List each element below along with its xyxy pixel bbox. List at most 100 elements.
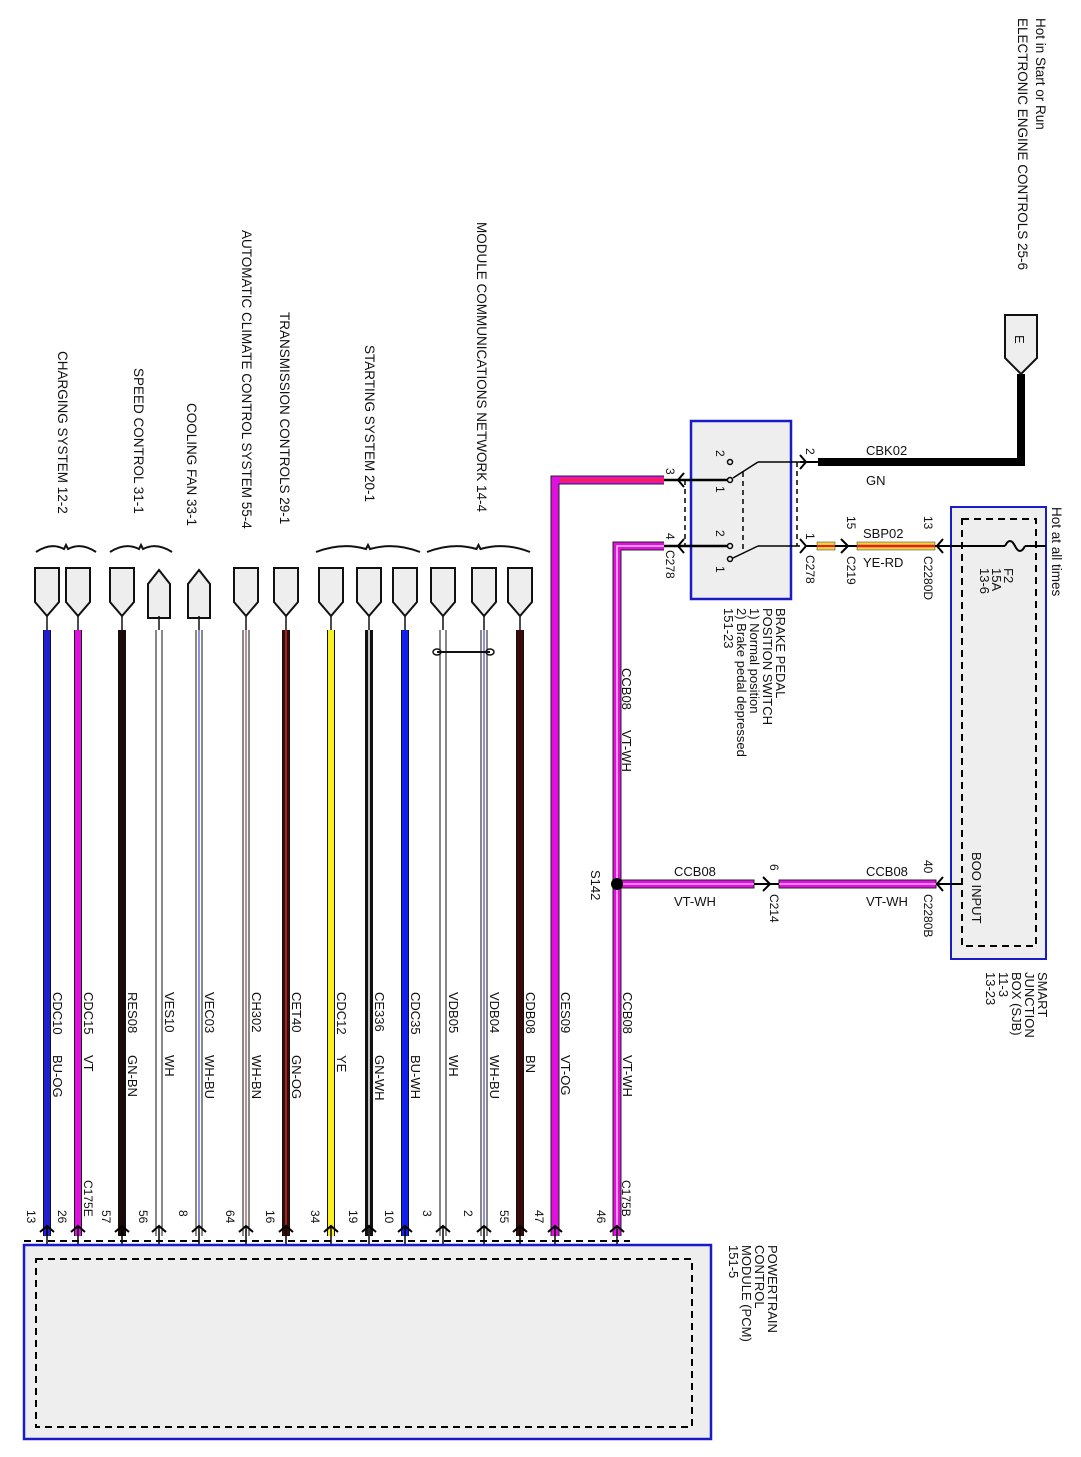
sysref-cooling-fan[interactable]: COOLING FAN 33-1 <box>184 403 199 526</box>
c214-label: C214 <box>767 894 781 923</box>
sjb-ref-1: 11-3 <box>996 972 1011 997</box>
wire-cdc12[interactable]: CDC12YE34SMC <box>308 567 349 1305</box>
wire-circuit-label: CDB08 <box>523 992 538 1034</box>
wire-vdb05[interactable]: VDB05WH3HS CAN - <box>420 567 461 1333</box>
sjb-ref-2: 13-23 <box>983 972 998 1005</box>
connector-e[interactable]: E <box>1004 314 1038 376</box>
pin-arrow-icon <box>799 454 808 470</box>
brake-switch-state-2: 2) Brake pedal depressed <box>734 608 749 757</box>
powertrain-control-module[interactable] <box>22 1240 713 1441</box>
sysref-speed-control[interactable]: SPEED CONTROL 31-1 <box>131 368 146 514</box>
cbk02-color-label: GN <box>866 473 886 488</box>
pcm-name-1: POWERTRAIN <box>765 1245 780 1333</box>
wire-circuit-label: CCB08 <box>620 992 635 1034</box>
connector-e-letter: E <box>1012 335 1027 344</box>
wire-circuit-label: VDB05 <box>446 992 461 1033</box>
c2280d-label: C2280D <box>921 556 935 600</box>
wire-color-label: BN <box>523 1055 538 1073</box>
pcm-pin-number: 34 <box>308 1210 322 1224</box>
pin-arrow-icon <box>840 538 850 554</box>
pin-arrow-icon <box>935 876 944 892</box>
wire-color-label: VT <box>81 1055 96 1072</box>
sjb-input-label: BOO INPUT <box>969 852 984 924</box>
pcm-pin-number: 55 <box>497 1210 511 1224</box>
sjb-power-status: Hot at all times <box>1049 507 1064 597</box>
sysref-transmission[interactable]: TRANSMISSION CONTROLS 29-1 <box>277 312 292 524</box>
sysref-climate[interactable]: AUTOMATIC CLIMATE CONTROL SYSTEM 55-4 <box>239 230 254 529</box>
wire-circuit-label: RES08 <box>125 992 140 1033</box>
pcm-pin-number: 46 <box>594 1210 608 1224</box>
wire-color-label: WH <box>446 1055 461 1077</box>
fuse-icon <box>1004 540 1026 552</box>
brake-pedal-switch[interactable]: 2 1 2 1 <box>664 419 800 601</box>
wire-ces09-top[interactable] <box>550 475 664 1236</box>
sjb-name-1: SMART <box>1035 972 1050 1017</box>
splice-s142-label: S142 <box>588 870 603 900</box>
wire-color-label: GN-WH <box>372 1055 387 1101</box>
smart-junction-box[interactable]: F2 15A 13-6 BOO INPUT <box>937 506 1047 960</box>
switch-contact-2-bottom: 2 <box>713 530 727 537</box>
fuse-name: F2 <box>1001 568 1016 583</box>
cbk02-circuit-label: CBK02 <box>866 443 907 458</box>
group-brace <box>109 542 173 553</box>
pcm-pin-number: 47 <box>532 1210 546 1224</box>
wire-color-label: GN-OG <box>289 1055 304 1099</box>
c2280b-label: C2280B <box>921 894 935 937</box>
sysref-charging[interactable]: CHARGING SYSTEM 12-2 <box>55 351 70 514</box>
wire-circuit-label: VDB04 <box>487 992 502 1033</box>
inline-connector-icon <box>273 567 299 618</box>
wire-circuit-label: CDC15 <box>81 992 96 1035</box>
c219-label: C219 <box>844 556 858 585</box>
wire-circuit-label: CES09 <box>558 992 573 1033</box>
wire-color-label: GN-BN <box>125 1055 140 1097</box>
wire-circuit-label: VES10 <box>162 992 177 1032</box>
inline-connector-icon <box>147 568 171 619</box>
wire-color-label: BU-OG <box>50 1055 65 1098</box>
wire-color-label: WH <box>162 1055 177 1077</box>
cbk02-pin: 2 <box>803 448 817 455</box>
pin-arrow-icon <box>676 538 685 554</box>
sysref-starting[interactable]: STARTING SYSTEM 20-1 <box>362 345 377 502</box>
sjb-caption: SMART JUNCTION BOX (SJB) 11-3 13-23 <box>983 972 1050 1038</box>
wire-circuit-label: CE336 <box>372 992 387 1032</box>
inline-connector-icon <box>318 567 344 618</box>
wire-cdb08[interactable]: CDB08BN55FEPS <box>497 567 538 1310</box>
pcm-pin-number: 26 <box>55 1210 69 1224</box>
wire-ccb08-main[interactable] <box>612 541 664 1236</box>
ccb08-branch-color: VT-WH <box>674 894 716 909</box>
wire-color-label: BU-WH <box>408 1055 423 1099</box>
sbp02-color-label: YE-RD <box>863 555 903 570</box>
wire-color-label: WH-BU <box>202 1055 217 1099</box>
c219-pin: 15 <box>844 516 858 530</box>
brake-switch-ref: 151-23 <box>721 608 736 648</box>
pcm-name-2: CONTROL <box>752 1245 767 1309</box>
wire-cbk02[interactable] <box>818 374 1025 466</box>
inline-connector-icon <box>471 567 497 618</box>
wire-ves10[interactable]: VES10WH56SCCS <box>136 568 177 1312</box>
fuse-rating: 15A <box>989 568 1004 591</box>
wire-color-label: VT-WH <box>620 1055 635 1097</box>
sjb-name-3: BOX (SJB) <box>1009 972 1024 1036</box>
group-brace <box>315 542 421 553</box>
ccb08-sjb-circuit: CCB08 <box>866 864 908 879</box>
sysref-module-comms[interactable]: MODULE COMMUNICATIONS NETWORK 14-4 <box>474 222 489 513</box>
pin-arrow-icon <box>676 472 685 488</box>
pcm-pin-number: 19 <box>346 1210 360 1224</box>
ccb08-upper-color: VT-WH <box>619 730 634 772</box>
ccb08-upper-circuit: CCB08 <box>619 668 634 710</box>
wire-color-label: WH-BN <box>249 1055 264 1099</box>
c278-pin-3: 3 <box>663 468 677 475</box>
wire-cdc15[interactable]: CDC15VT26GEN MON <box>55 567 96 1338</box>
system-reference-labels: MODULE COMMUNICATIONS NETWORK 14-4 START… <box>55 222 489 529</box>
fuse-ref: 13-6 <box>977 568 992 594</box>
inline-connector-icon <box>187 568 211 619</box>
pcm-pin-number: 13 <box>24 1210 38 1224</box>
inline-connector-icon <box>65 567 91 618</box>
